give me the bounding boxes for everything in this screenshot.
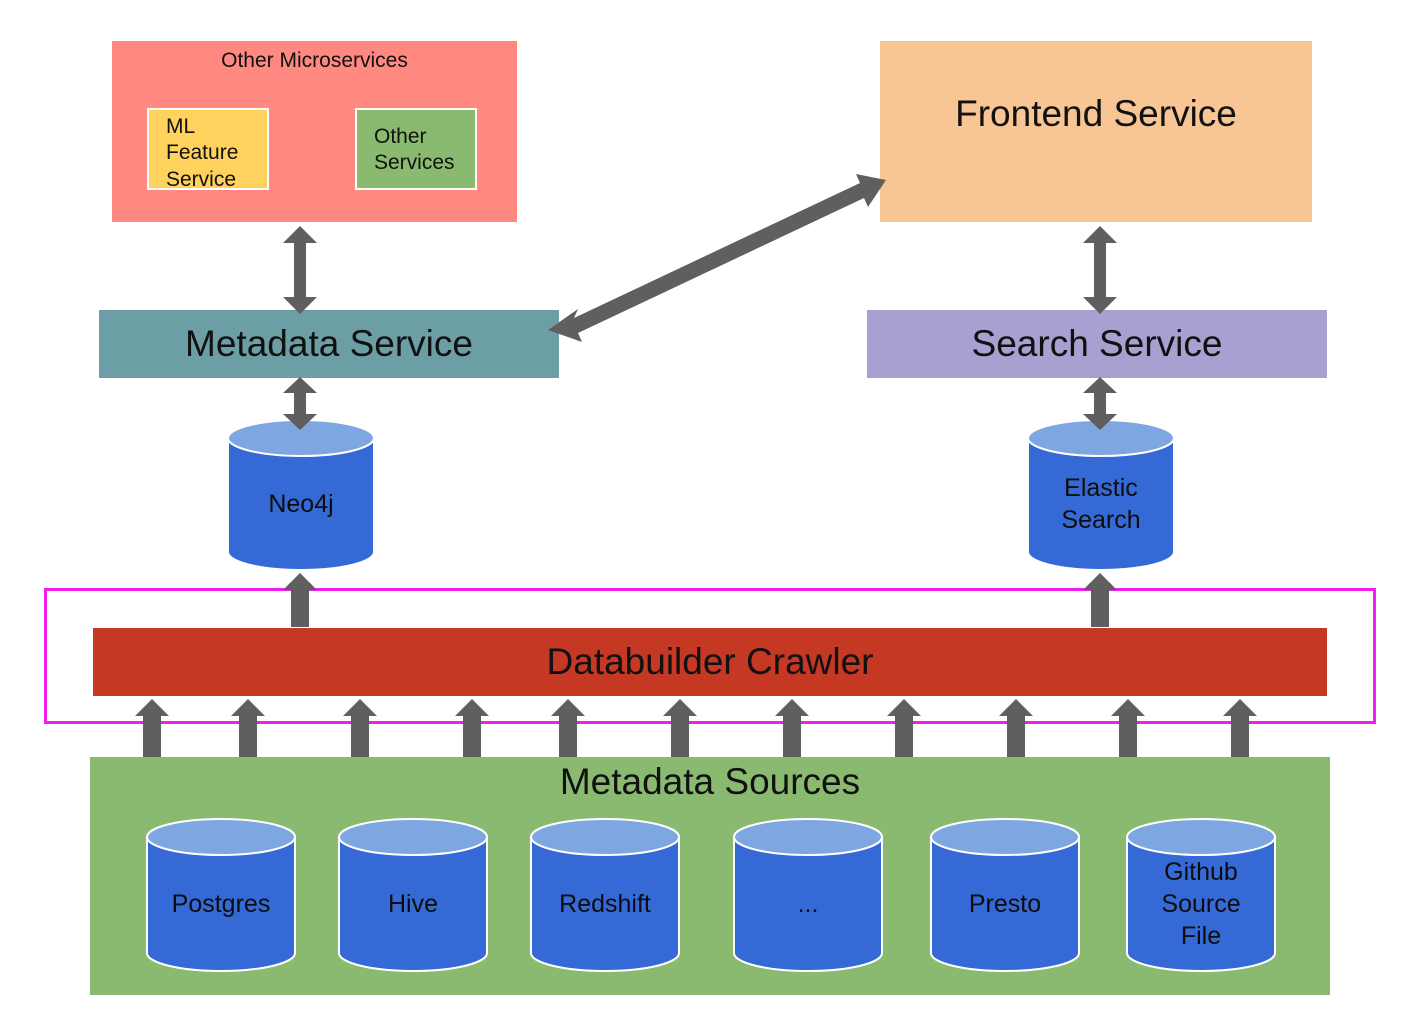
database-cylinder-icon (1126, 818, 1276, 972)
source-label: Postgres (171, 890, 271, 918)
source-database: ... (733, 818, 883, 972)
ml-feature-line: Feature (166, 141, 239, 165)
database-cylinder-icon (1027, 419, 1175, 571)
up-arrow-icon (231, 699, 265, 757)
up-arrow-icon (1083, 573, 1117, 627)
metadata-sources-box: Metadata Sources (90, 757, 1330, 995)
database-cylinder-icon (146, 818, 296, 972)
source-label: Presto (968, 890, 1042, 918)
other-services-box: Other Services (355, 108, 477, 190)
neo4j-label: Neo4j (268, 490, 334, 518)
frontend-service-label: Frontend Service (955, 92, 1237, 134)
elastic-search-line: Search (1061, 506, 1141, 534)
up-arrow-icon (455, 699, 489, 757)
double-arrow-icon (548, 174, 886, 342)
source-database: Presto (930, 818, 1080, 972)
other-microservices-title: Other Microservices (221, 49, 408, 72)
elastic-search-database: Elastic Search (1027, 419, 1175, 571)
search-service-label: Search Service (971, 323, 1223, 364)
frontend-service-box: Frontend Service (880, 41, 1312, 222)
database-cylinder-icon (338, 818, 488, 972)
databuilder-crawler-box: Databuilder Crawler (93, 628, 1327, 696)
up-arrow-icon (999, 699, 1033, 757)
source-database: Redshift (530, 818, 680, 972)
double-arrow-icon (283, 377, 317, 430)
other-services-line: Services (374, 151, 455, 175)
up-arrow-icon (551, 699, 585, 757)
databuilder-crawler-label: Databuilder Crawler (546, 641, 874, 682)
up-arrow-icon (775, 699, 809, 757)
source-label: Source (1161, 890, 1241, 918)
source-database: Github Source File (1126, 818, 1276, 972)
up-arrow-icon (343, 699, 377, 757)
source-label: ... (797, 890, 819, 918)
metadata-service-label: Metadata Service (185, 323, 473, 364)
database-cylinder-icon (930, 818, 1080, 972)
search-service-box: Search Service (867, 310, 1327, 378)
metadata-service-box: Metadata Service (99, 310, 559, 378)
up-arrow-icon (283, 573, 317, 627)
source-label: Redshift (559, 890, 651, 918)
up-arrow-icon (1223, 699, 1257, 757)
up-arrow-icon (1111, 699, 1145, 757)
source-arrows (135, 699, 1257, 757)
source-database: Hive (338, 818, 488, 972)
database-cylinder-icon (733, 818, 883, 972)
up-arrow-icon (135, 699, 169, 757)
metadata-sources-title: Metadata Sources (559, 761, 861, 802)
source-label: File (1180, 922, 1222, 950)
database-cylinder-icon (530, 818, 680, 972)
crawler-highlight-frame (44, 588, 1376, 724)
ml-feature-line: Service (166, 167, 237, 191)
other-services-line: Other (374, 125, 427, 148)
ml-feature-service-box: ML Feature Service (147, 108, 269, 191)
source-label: Github (1164, 858, 1238, 886)
ml-feature-line: ML (166, 115, 196, 138)
source-label: Hive (387, 890, 438, 918)
up-arrow-icon (887, 699, 921, 757)
double-arrow-icon (1083, 226, 1117, 314)
double-arrow-icon (1083, 377, 1117, 430)
elastic-search-line: Elastic (1064, 474, 1138, 502)
double-arrow-icon (283, 226, 317, 314)
source-database: Postgres (146, 818, 296, 972)
up-arrow-icon (663, 699, 697, 757)
